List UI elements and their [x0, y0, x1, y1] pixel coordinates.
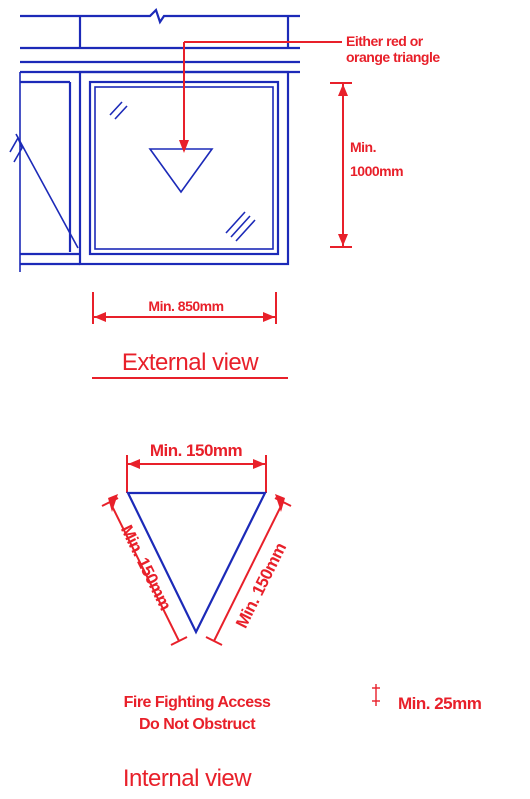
height-dim-label-line-1: Min.: [350, 139, 376, 155]
glass-hatch-marks: [109, 101, 256, 242]
top-dim-label: Min. 150mm: [150, 441, 243, 460]
external-view-caption: External view: [122, 349, 259, 376]
thickness-indicator: [372, 684, 380, 706]
top-dimension: [126, 455, 267, 493]
callout-leader: [179, 41, 342, 153]
access-triangle-marker: [148, 148, 214, 194]
height-dim-label-line-2: 1000mm: [350, 163, 403, 179]
left-dimension: [101, 494, 188, 646]
width-dim-label: Min. 850mm: [148, 298, 223, 314]
left-dim-label: Min. 150mm: [117, 522, 175, 613]
notice-line-2: Do Not Obstruct: [139, 716, 256, 733]
internal-view: Min. 150mm Min. 150mm Min. 150mm Fire Fi…: [101, 441, 482, 792]
callout-text-line-1: Either red or: [346, 33, 424, 49]
width-dimension: [92, 292, 277, 324]
left-sash: [9, 72, 80, 272]
right-dimension: [205, 494, 292, 646]
notice-line-1: Fire Fighting Access: [124, 694, 271, 711]
height-dimension: [330, 82, 352, 248]
thickness-dim-label: Min. 25mm: [398, 694, 482, 713]
internal-view-caption: Internal view: [123, 765, 252, 792]
external-view: Either red or orange triangle Min. 1000m…: [9, 7, 441, 379]
internal-triangle: [126, 491, 267, 635]
callout-text-line-2: orange triangle: [346, 49, 440, 65]
